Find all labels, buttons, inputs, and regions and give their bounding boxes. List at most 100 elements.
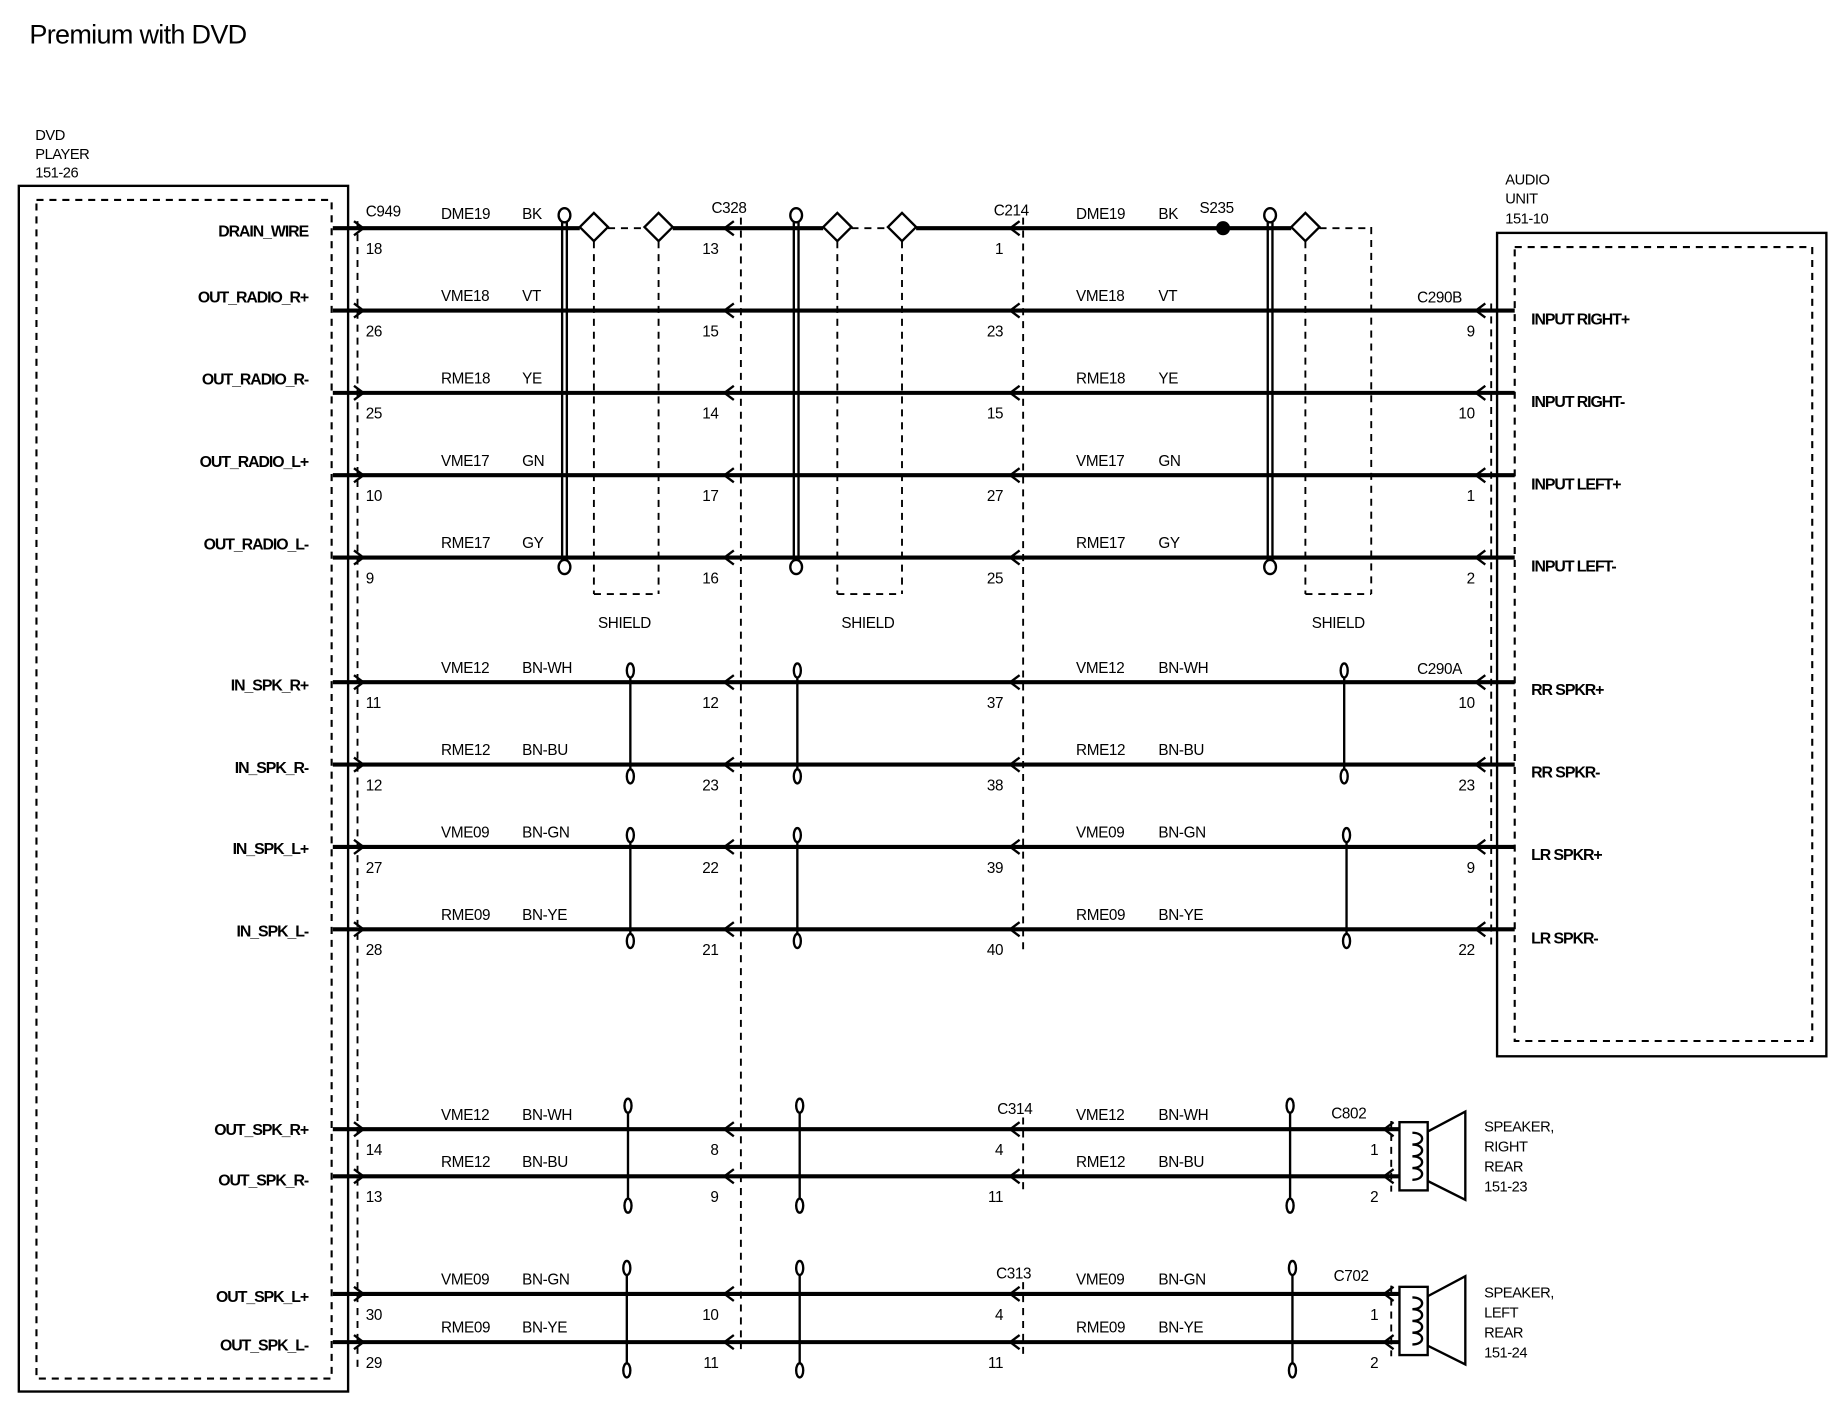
c949-pin-number: 9 <box>366 570 374 587</box>
c949-terminal-icon <box>353 756 366 773</box>
c328-terminal-icon <box>722 921 735 938</box>
connector-label: C313 <box>996 1266 1031 1283</box>
circuit-number: RME12 <box>1076 1154 1125 1171</box>
twisted-pair-end-icon <box>792 826 803 844</box>
audio-unit-pin-label: INPUT RIGHT- <box>1531 394 1625 411</box>
c949-pin-number: 12 <box>366 777 382 794</box>
c949-pin-number: 13 <box>366 1189 382 1206</box>
connector-label: C290B <box>1417 289 1462 306</box>
twisted-pair-end-icon <box>625 826 636 844</box>
twisted-pair-end-icon <box>1339 768 1349 785</box>
dvd-pin-label: OUT_SPK_L+ <box>216 1289 309 1306</box>
c949-terminal-icon <box>353 674 366 691</box>
twisted-pair-end-icon <box>1285 1097 1295 1114</box>
end-connector-pin-number: 2 <box>1370 1189 1378 1206</box>
dvd-pin-label: OUT_RADIO_R- <box>202 372 309 389</box>
wire-color: BN-WH <box>1158 1107 1208 1124</box>
c328-pin-number: 11 <box>703 1355 718 1372</box>
wire-color: GY <box>522 535 544 552</box>
wire-color: BN-BU <box>522 1154 568 1171</box>
wire-color: BN-YE <box>522 1320 567 1337</box>
wire-color: BN-YE <box>1158 907 1203 924</box>
wire-color: YE <box>522 370 542 387</box>
wire-color: BN-WH <box>522 660 572 677</box>
c214-terminal-icon <box>1008 302 1021 319</box>
c328-pin-number: 9 <box>710 1189 718 1206</box>
circuit-number: RME17 <box>441 535 490 552</box>
c328-pin-number: 13 <box>702 241 718 258</box>
c214-terminal-icon <box>1008 838 1021 855</box>
audio-unit-pin-label: RR SPKR- <box>1531 765 1600 782</box>
c949-pin-number: 11 <box>366 695 381 712</box>
dvd-pin-label: OUT_SPK_L- <box>220 1337 309 1354</box>
c328-pin-number: 21 <box>702 942 718 959</box>
dvd-player-label: PLAYER <box>35 147 89 163</box>
dvd-player-connector-outline <box>35 198 333 1380</box>
c290-terminal-icon <box>1473 838 1487 855</box>
c214-terminal-icon <box>1008 756 1021 773</box>
audio-unit-pin-label: LR SPKR- <box>1531 930 1598 947</box>
audio-unit-pin-label: LR SPKR+ <box>1531 847 1602 864</box>
c328-terminal-icon <box>722 1168 735 1185</box>
wire-color: BN-GN <box>522 825 569 842</box>
wire-color: BN-BU <box>1158 1154 1204 1171</box>
c290-terminal-icon <box>1473 549 1487 566</box>
wire-color: VT <box>1158 288 1177 305</box>
audio-unit-pin-label: INPUT LEFT- <box>1531 559 1616 576</box>
dvd-player-box <box>17 184 350 1393</box>
c949-pin-number: 18 <box>366 241 382 258</box>
c949-terminal-icon <box>353 1285 366 1302</box>
inline-connector-pin-number: 4 <box>995 1142 1004 1159</box>
dvd-pin-label: DRAIN_WIRE <box>218 223 308 240</box>
wire-color: BN-YE <box>522 907 567 924</box>
dvd-pin-label: IN_SPK_R+ <box>231 677 309 694</box>
twisted-pair-end-icon <box>625 662 636 679</box>
end-connector-pin-number: 10 <box>1458 695 1474 712</box>
speaker-terminal-icon <box>1382 1168 1395 1185</box>
dvd-pin-label: IN_SPK_L+ <box>233 841 309 858</box>
circuit-number: VME09 <box>441 1271 489 1288</box>
end-connector-pin-number: 1 <box>1370 1142 1378 1159</box>
dvd-pin-label: IN_SPK_L- <box>237 923 309 940</box>
twisted-pair-end-icon <box>794 1197 805 1214</box>
c214-terminal-icon <box>1008 467 1021 484</box>
wire-color: BN-GN <box>1158 1271 1205 1288</box>
shield-terminal-icon <box>578 211 610 243</box>
audio-unit-label: AUDIO <box>1505 173 1549 189</box>
circuit-number: VME12 <box>1076 660 1124 677</box>
speaker-cone-icon <box>1426 1274 1467 1367</box>
wire-color: BN-YE <box>1158 1320 1203 1337</box>
circuit-number: VME18 <box>441 288 489 305</box>
c328-pin-number: 15 <box>702 323 718 340</box>
circuit-number: VME17 <box>1076 453 1124 470</box>
c328-terminal-icon <box>722 384 735 401</box>
shield-terminal-icon <box>642 211 675 243</box>
c949-terminal-icon <box>353 921 366 938</box>
c290-terminal-icon <box>1473 756 1487 773</box>
c314-terminal-icon <box>1008 1168 1021 1185</box>
twisted-pair-end-icon <box>1287 1259 1298 1277</box>
twisted-pair-end-icon <box>625 768 636 785</box>
shield-terminal-icon <box>886 211 918 243</box>
shield-terminal-icon <box>1289 211 1322 243</box>
c328-pin-number: 16 <box>702 570 718 587</box>
speaker-label: REAR <box>1484 1160 1523 1176</box>
c328-pin-number: 8 <box>710 1142 718 1159</box>
dvd-pin-label: OUT_RADIO_L- <box>204 536 309 553</box>
shield-label: SHIELD <box>841 615 894 632</box>
inline-connector-pin-number: 15 <box>987 406 1003 423</box>
circuit-number: DME19 <box>441 206 490 223</box>
twisted-pair-end-icon <box>623 1197 633 1214</box>
twisted-pair-end-icon <box>794 1259 805 1277</box>
shield-terminal-icon <box>821 211 854 243</box>
c328-terminal-icon <box>722 1334 735 1351</box>
c949-pin-number: 27 <box>366 860 382 877</box>
c949-terminal-icon <box>353 1121 366 1138</box>
audio-unit-box <box>1495 231 1828 1058</box>
twisted-pair-end-icon <box>625 932 636 950</box>
audio-unit-pin-label: RR SPKR+ <box>1531 682 1604 699</box>
twisted-pair-end-icon <box>623 1097 633 1114</box>
c290-terminal-icon <box>1473 674 1487 691</box>
circuit-number: VME09 <box>1076 1271 1124 1288</box>
twisted-pair-end-icon <box>1341 932 1352 950</box>
